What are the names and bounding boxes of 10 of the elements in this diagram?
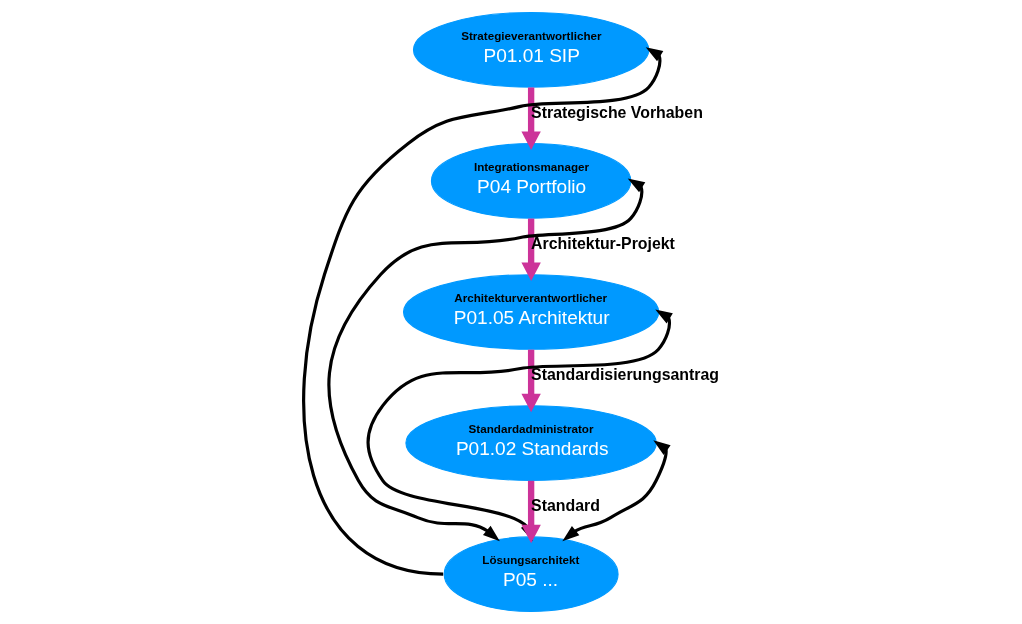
arrow — [520, 87, 541, 150]
arrow — [561, 440, 671, 542]
node-ellipse: Architekturverantwortlicher P01.05 Architektur — [402, 274, 659, 350]
node-ellipse: Standardadministrator P01.02 Standards — [404, 405, 657, 481]
node-ellipse: Strategieverantwortlicher P01.01 SIP — [412, 11, 649, 88]
node-ellipse: Integrationsmanager P04 Portfolio — [430, 143, 631, 219]
node-ellipse: Lösungsarchitekt P05 ... — [443, 536, 619, 613]
arrow — [520, 218, 541, 282]
arrow — [520, 349, 541, 413]
arrow — [301, 47, 663, 576]
